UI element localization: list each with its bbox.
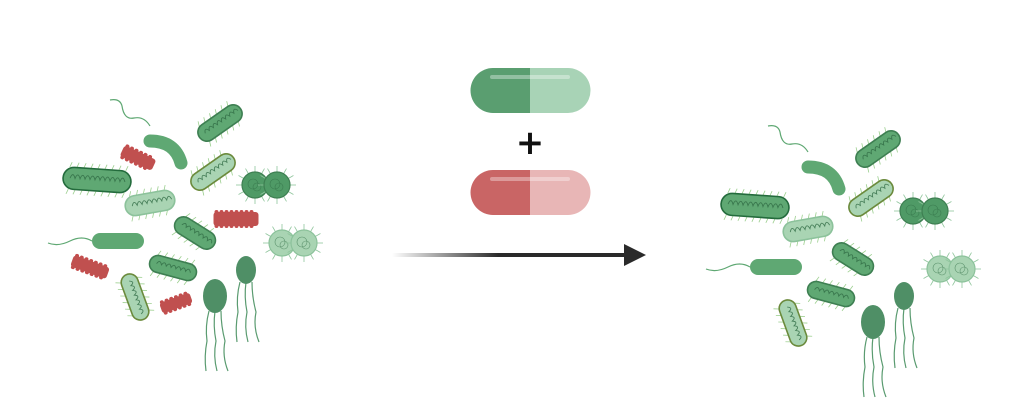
rod-bacterium <box>197 101 243 147</box>
diplococcus-bacteria <box>263 224 323 262</box>
rod-bacterium <box>148 250 198 286</box>
bacteria-cluster-after <box>705 125 981 398</box>
rod-bacterium <box>171 213 217 251</box>
bacteria-cluster-before <box>47 99 323 372</box>
flagellated-rod-bacterium <box>705 259 802 275</box>
resistant-bacterium <box>213 210 259 228</box>
oval-flagellated-bacterium <box>861 305 887 398</box>
red-capsule-pill <box>470 170 591 215</box>
green-capsule-pill <box>470 68 591 113</box>
rod-bacterium <box>62 162 132 198</box>
resistant-bacterium <box>70 253 110 280</box>
rod-bacterium <box>190 150 236 196</box>
rod-bacterium <box>806 276 856 312</box>
curved-flagellated-bacterium <box>109 99 188 170</box>
oval-flagellated-bacterium <box>893 282 918 369</box>
plus-sign: + <box>515 123 545 163</box>
diplococcus-bacteria <box>894 192 954 230</box>
rod-bacterium <box>855 127 901 173</box>
treatment-arrow <box>392 244 646 266</box>
oval-flagellated-bacterium <box>235 256 260 343</box>
rod-bacterium <box>773 299 813 347</box>
flagellated-rod-bacterium <box>47 233 144 249</box>
curved-flagellated-bacterium <box>767 125 846 196</box>
rod-bacterium <box>124 185 176 222</box>
oval-flagellated-bacterium <box>203 279 229 372</box>
diplococcus-bacteria <box>921 250 981 288</box>
rod-bacterium <box>720 188 790 224</box>
rod-bacterium <box>782 211 834 248</box>
rod-bacterium <box>829 239 875 277</box>
rod-bacterium <box>115 273 155 321</box>
diplococcus-bacteria <box>236 166 296 204</box>
resistant-bacterium <box>120 144 156 170</box>
resistant-bacterium <box>159 291 193 315</box>
rod-bacterium <box>848 176 894 222</box>
